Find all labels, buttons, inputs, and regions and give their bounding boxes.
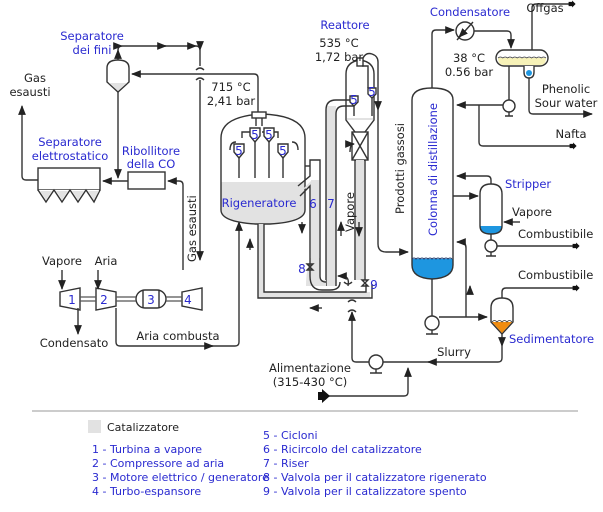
legend-item-9: 9 - Valvola per il catalizzatore spento [263, 485, 467, 498]
electrostatic-separator-label-1: Separatore [38, 135, 102, 149]
distillation-column [411, 87, 454, 280]
offgas-label: Offgas [526, 1, 563, 15]
phenolic-label-1: Phenolic [542, 82, 590, 96]
label-7: 7 [327, 197, 335, 211]
legend-item-3: 3 - Motore elettrico / generatore [92, 471, 269, 484]
label-5e: 5 [368, 85, 376, 99]
flue-gas-to-separator-line [131, 70, 259, 112]
electrostatic-separator [37, 167, 101, 204]
air-compressor [95, 287, 117, 311]
condenser-label: Condensatore [430, 5, 510, 19]
stripper [479, 183, 503, 235]
reactor [345, 52, 382, 280]
gas-esausti-label-1: Gas [24, 71, 46, 85]
gas-esausti-vertical-label: Gas esausti [185, 195, 199, 262]
label-5a: 5 [235, 144, 243, 158]
label-5f: 5 [350, 93, 358, 107]
regenerator-label: Rigeneratore [222, 196, 297, 210]
steam-turbine [59, 287, 81, 311]
label-2: 2 [100, 293, 108, 307]
legend-item-2: 2 - Compressore ad aria [92, 457, 224, 470]
steam-in-label: Vapore [42, 254, 82, 268]
reactor-press: 1,72 bar [315, 50, 364, 64]
riser-steam-label: Vapore [343, 192, 357, 232]
product-gas-line [377, 110, 409, 256]
offgas-line [531, 0, 576, 50]
condensate-label: Condensato [40, 336, 109, 350]
feed-pump [368, 354, 384, 370]
regenerator [220, 111, 306, 225]
gas-esausti-label-2: esausti [9, 85, 50, 99]
column-label: Colonna di distillazione [426, 103, 440, 236]
legend-item-4: 4 - Turbo-espansore [92, 485, 201, 498]
fines-separator-label-1: Separatore [60, 29, 124, 43]
fuel-label-1: Combustibile [518, 227, 593, 241]
valve-9 [360, 279, 370, 287]
label-5d: 5 [279, 144, 287, 158]
cond-press: 0.56 bar [445, 65, 494, 79]
cond-temp: 38 °C [453, 51, 485, 65]
legend-item-6: 6 - Ricircolo del catalizzatore [263, 443, 422, 456]
bottoms-pump [424, 315, 440, 331]
stripper-steam-label: Vapore [512, 205, 552, 219]
electrostatic-separator-label-2: elettrostatico [32, 149, 109, 163]
riser [325, 99, 354, 286]
label-1: 1 [68, 293, 76, 307]
stripper-pump [484, 239, 498, 253]
reactor-temp: 535 °C [319, 36, 358, 50]
feed-line [328, 367, 412, 397]
stripper-label: Stripper [505, 177, 551, 191]
settler [490, 297, 514, 336]
slurry-label: Slurry [437, 345, 471, 359]
co-boiler-label-2: della CO [127, 157, 176, 171]
catalyst-swatch [88, 420, 101, 433]
combustion-air-label: Aria combusta [136, 329, 219, 343]
reflux-pump [502, 99, 516, 113]
fuel-label-2: Combustibile [518, 268, 593, 282]
combustion-air-line [115, 221, 243, 347]
gas-to-boiler-line [167, 177, 184, 270]
regenerator-plenum [251, 111, 267, 119]
legend-item-5: 5 - Cicloni [263, 429, 318, 442]
co-boiler [127, 171, 166, 190]
fines-separator-label-2: dei fini [73, 43, 112, 57]
label-3: 3 [147, 293, 155, 307]
label-5b: 5 [251, 128, 259, 142]
legend-catalyst: Catalizzatore [107, 421, 179, 434]
air-in-label: Aria [95, 254, 118, 268]
gas-esausti-out-line [18, 105, 38, 181]
slurry-line [383, 346, 503, 363]
reactor-label: Reattore [320, 18, 369, 32]
legend-item-8: 8 - Valvola per il catalizzatore rigener… [263, 471, 487, 484]
label-9: 9 [370, 278, 378, 292]
turbo-train [59, 287, 203, 311]
naphtha-label: Nafta [555, 127, 586, 141]
feed-label-2: (315-430 °C) [273, 375, 347, 389]
settler-label: Sedimentatore [509, 332, 594, 346]
fines-overhead-line [113, 41, 204, 66]
legend-item-1: 1 - Turbina a vapore [92, 443, 202, 456]
legend-item-7: 7 - Riser [263, 457, 309, 470]
catalyst-recirculation [297, 159, 321, 258]
product-gas-label: Prodotti gassosi [393, 123, 407, 214]
label-8: 8 [298, 262, 306, 276]
valve-8 [305, 263, 315, 271]
phenolic-label-2: Sour water [535, 96, 598, 110]
label-5c: 5 [265, 128, 273, 142]
feed-label-1: Alimentazione [269, 361, 351, 375]
regen-press: 2,41 bar [207, 94, 256, 108]
fuel-line-2 [501, 284, 580, 298]
fines-separator [106, 59, 130, 93]
regen-temp: 715 °C [211, 80, 250, 94]
label-4: 4 [184, 293, 192, 307]
naphtha-line [478, 105, 577, 150]
co-boiler-label-1: Ribollitore [122, 144, 180, 158]
reflux-drum [495, 49, 549, 79]
label-6: 6 [309, 197, 317, 211]
